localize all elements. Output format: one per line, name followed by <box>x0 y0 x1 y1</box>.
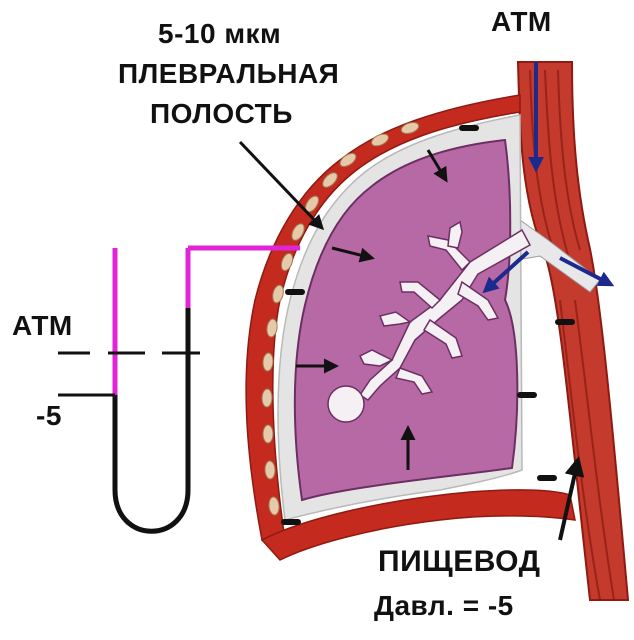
manometer-tube <box>112 308 191 534</box>
pressure-arrows <box>296 149 448 470</box>
pleural-cavity-label-line2: ПОЛОСТЬ <box>150 98 293 129</box>
atm-top-label: АТМ <box>491 6 552 37</box>
rib-ovals <box>261 121 420 516</box>
atm-left-label: АТМ <box>12 310 73 341</box>
esophagus-pointer <box>558 456 585 541</box>
esophagus-wall <box>516 61 630 601</box>
diaphragm-wall <box>260 489 576 561</box>
bronchial-tree <box>358 220 532 401</box>
thickness-label: 5-10 мкм <box>158 18 282 49</box>
pressure-label: Давл. = -5 <box>374 590 514 621</box>
alveolus <box>327 385 365 423</box>
esophagus-label: ПИЩЕВОД <box>378 545 541 578</box>
minus-five-label: -5 <box>36 400 62 431</box>
minus-signs <box>281 125 575 525</box>
pleural-pointer <box>238 140 325 231</box>
pleural-cavity-label-line1: ПЛЕВРАЛЬНАЯ <box>118 58 340 89</box>
airflow-arrows <box>482 62 615 294</box>
